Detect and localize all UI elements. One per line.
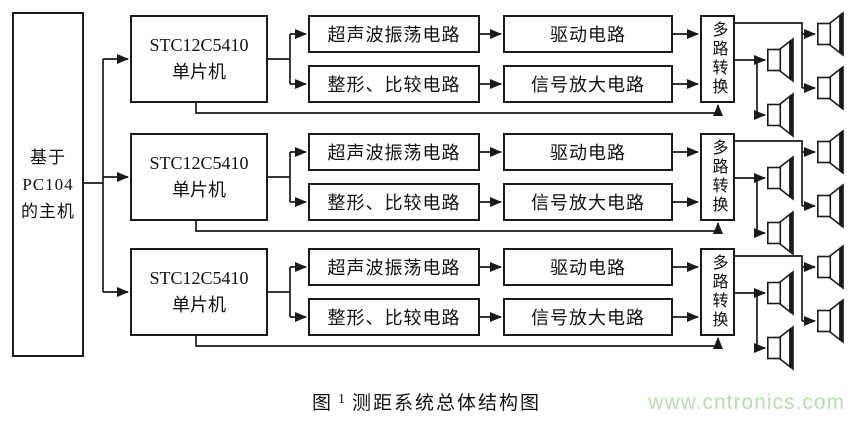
shaper-box: 整形、比较电路 [308, 65, 480, 103]
speaker-icon [768, 212, 793, 254]
figure-title: 测距系统总体结构图 [352, 393, 542, 414]
amplifier-box: 信号放大电路 [503, 298, 673, 336]
shaper-box: 整形、比较电路 [308, 183, 480, 221]
mcu-model: STC12C5410 [149, 268, 249, 288]
mcu-box: STC12C5410 单片机 [130, 133, 268, 221]
mcu-model: STC12C5410 [149, 153, 249, 173]
mux-box: 多路转换 [700, 248, 735, 336]
speaker-icon [818, 67, 843, 109]
amplifier-box: 信号放大电路 [503, 65, 673, 103]
amplifier-box: 信号放大电路 [503, 183, 673, 221]
speaker-icon [818, 13, 843, 55]
figure-label: 图 [311, 393, 333, 414]
mux-box: 多路转换 [700, 133, 735, 221]
mcu-box: STC12C5410 单片机 [130, 248, 268, 336]
speaker-icon [768, 327, 793, 369]
speaker-icon [768, 94, 793, 136]
speaker-icon [818, 246, 843, 288]
speaker-icon [818, 185, 843, 227]
mcu-model: STC12C5410 [149, 35, 249, 55]
host-box: 基于 PC104 的主机 [12, 12, 84, 357]
driver-box: 驱动电路 [503, 248, 673, 286]
watermark: www.cntronics.com [648, 391, 845, 414]
figure-number: 1 [338, 392, 345, 407]
speaker-icon [768, 272, 793, 314]
speaker-icon [818, 131, 843, 173]
mcu-type: 单片机 [172, 62, 226, 82]
mux-label: 多路转换 [709, 254, 727, 330]
host-line: 基于 [30, 148, 66, 167]
speaker-icon [768, 39, 793, 81]
mux-box: 多路转换 [700, 15, 735, 103]
speaker-icon [818, 300, 843, 342]
driver-box: 驱动电路 [503, 15, 673, 53]
host-line: 的主机 [21, 202, 75, 221]
oscillator-box: 超声波振荡电路 [308, 15, 480, 53]
oscillator-box: 超声波振荡电路 [308, 248, 480, 286]
host-line: PC104 [22, 175, 74, 194]
driver-box: 驱动电路 [503, 133, 673, 171]
mux-label: 多路转换 [709, 139, 727, 215]
speaker-icon [768, 157, 793, 199]
mcu-type: 单片机 [172, 180, 226, 200]
mux-label: 多路转换 [709, 21, 727, 97]
oscillator-box: 超声波振荡电路 [308, 133, 480, 171]
shaper-box: 整形、比较电路 [308, 298, 480, 336]
mcu-box: STC12C5410 单片机 [130, 15, 268, 103]
mcu-type: 单片机 [172, 295, 226, 315]
